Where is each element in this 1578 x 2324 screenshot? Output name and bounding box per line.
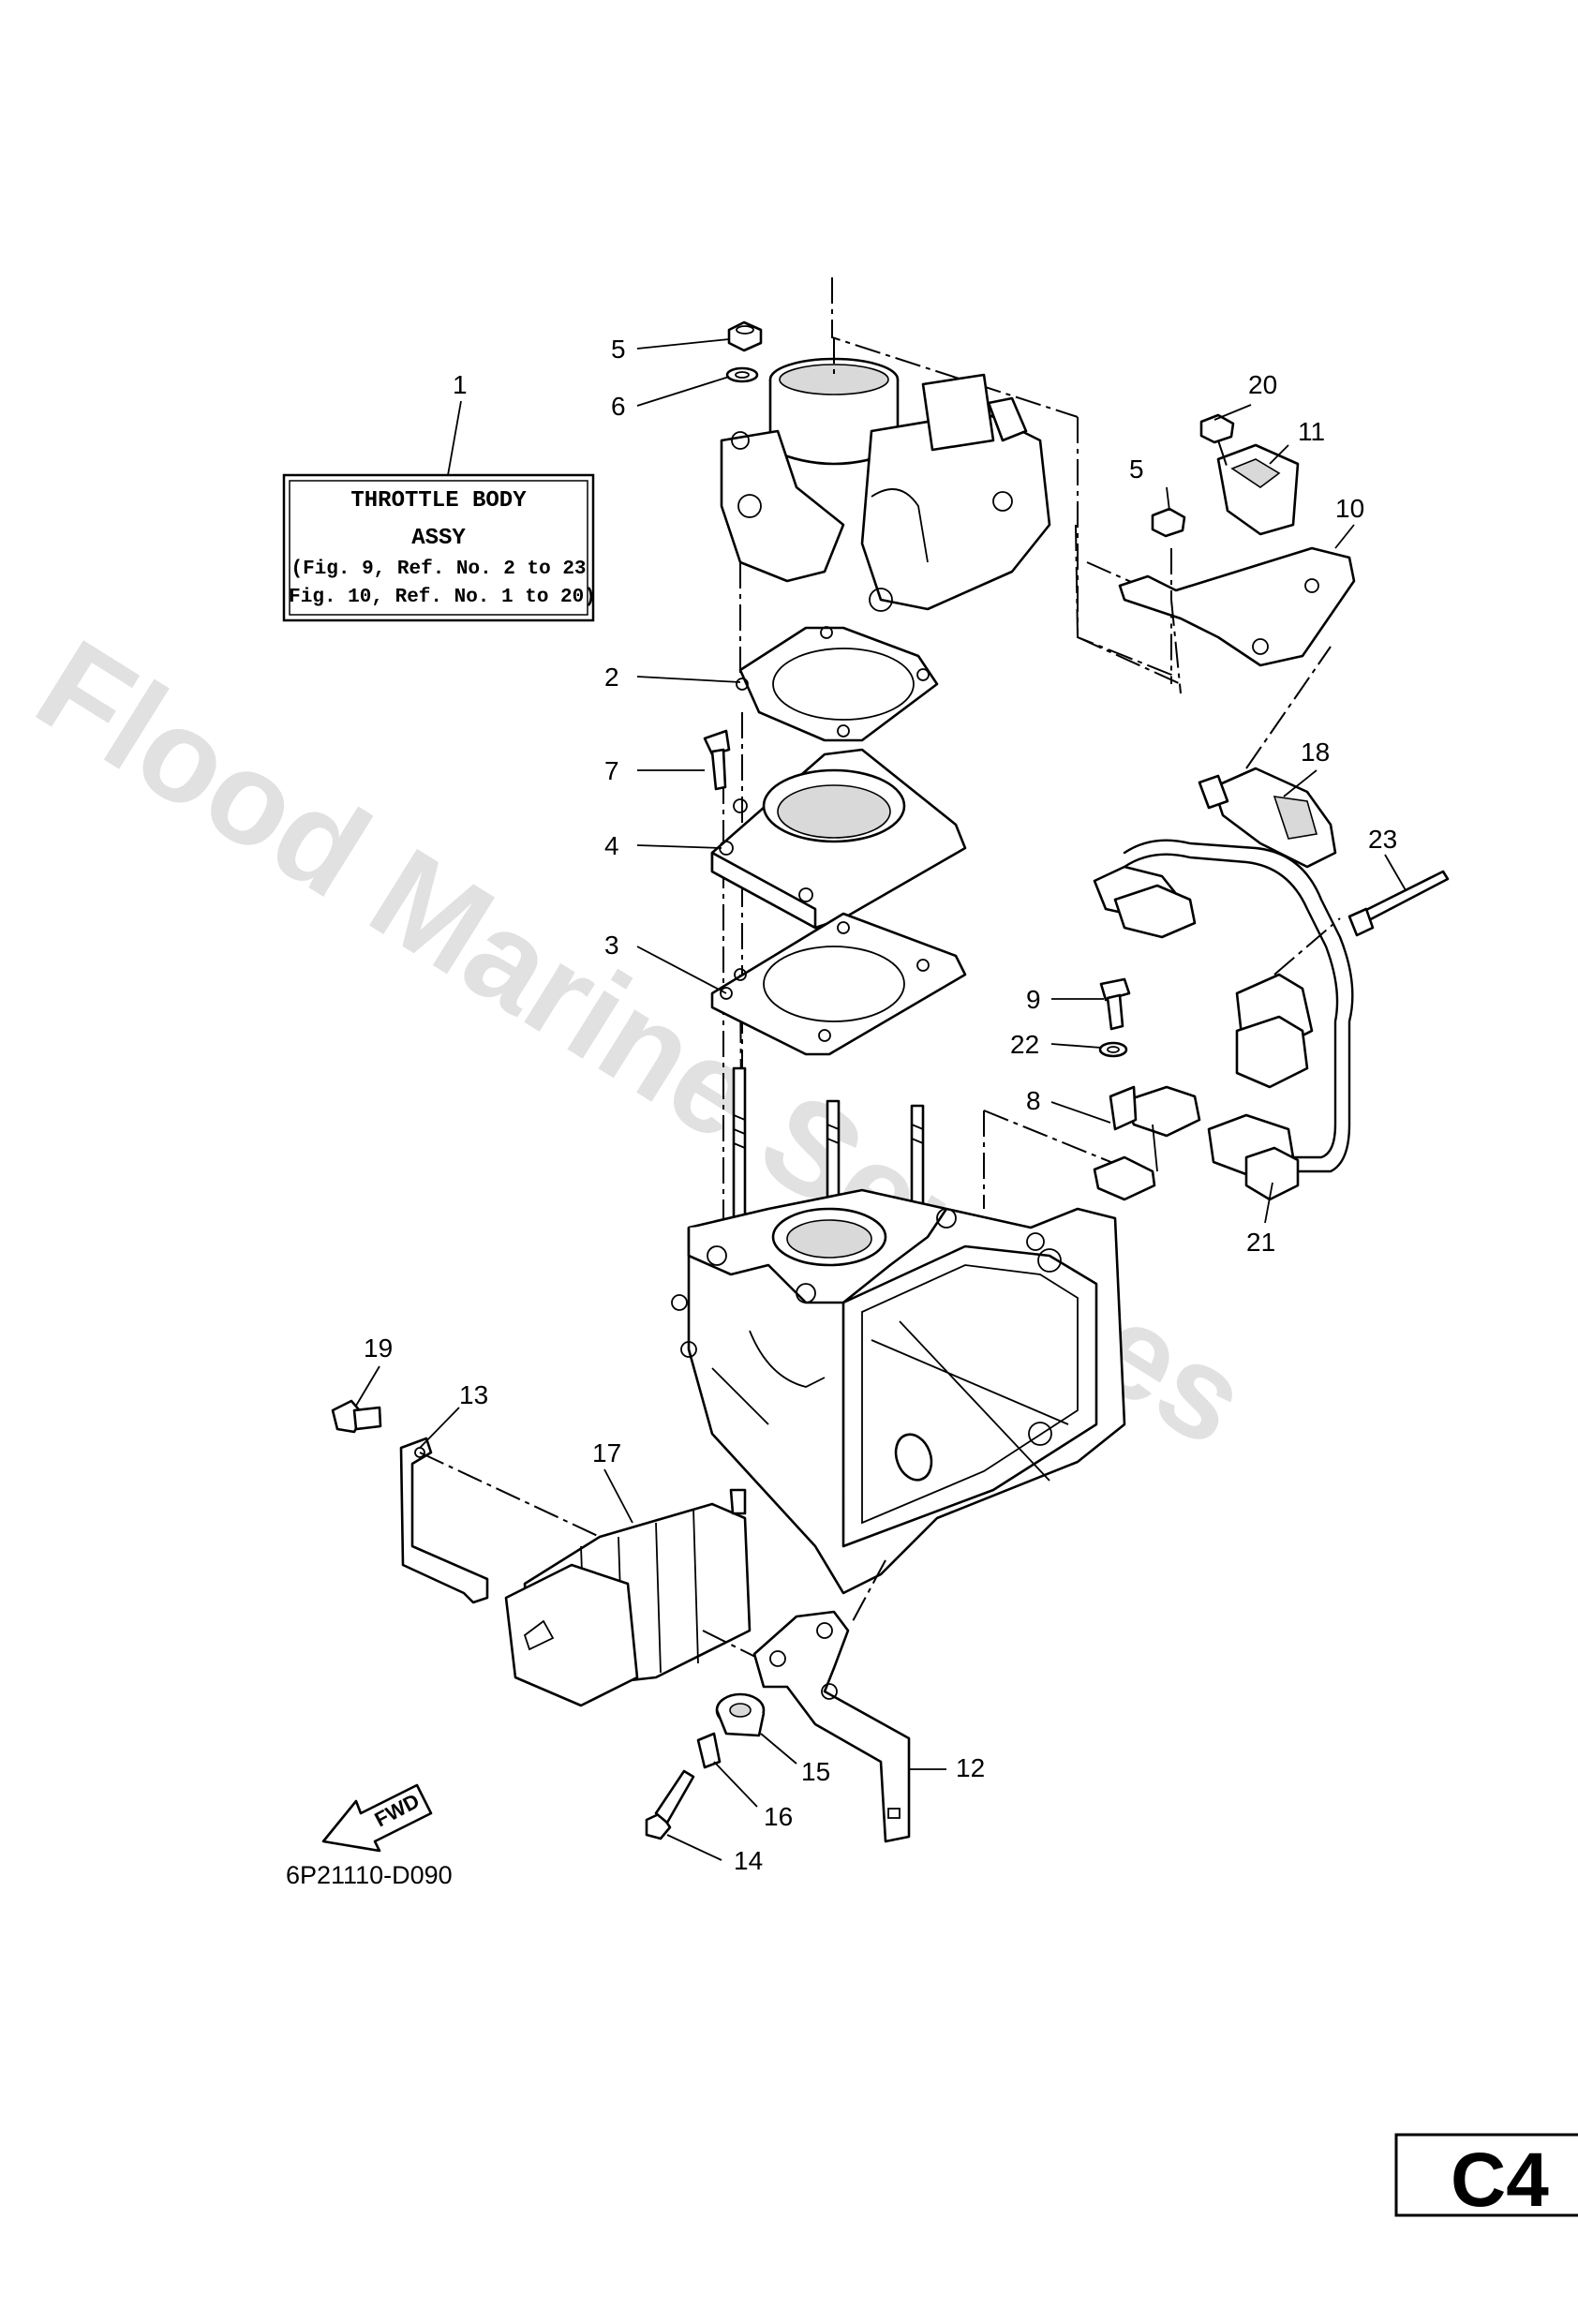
page-id: C4 bbox=[1451, 2138, 1549, 2223]
label-subtitle: ASSY bbox=[411, 526, 466, 551]
gasket-lower-part bbox=[710, 912, 967, 1056]
nut-part bbox=[727, 320, 763, 352]
callout-7: 7 bbox=[604, 756, 619, 785]
sensor-connector-part bbox=[1198, 646, 1337, 869]
throttle-body-part bbox=[720, 337, 1051, 612]
callout-16: 16 bbox=[764, 1802, 793, 1831]
gasket-upper-part bbox=[736, 626, 939, 742]
small-washer-part bbox=[1098, 1041, 1128, 1058]
nut-right-part bbox=[1151, 507, 1186, 538]
callout-19: 19 bbox=[364, 1333, 393, 1363]
callout-3: 3 bbox=[604, 931, 619, 960]
label-line2: Fig. 10, Ref. No. 1 to 20) bbox=[289, 587, 596, 608]
callout-20: 20 bbox=[1248, 370, 1277, 399]
callout-23: 23 bbox=[1368, 825, 1397, 854]
callout-15: 15 bbox=[801, 1757, 830, 1786]
sensor-bracket-part bbox=[1216, 443, 1300, 536]
callout-numbers: 1 5 6 2 7 4 3 20 11 5 10 18 23 9 22 8 21… bbox=[364, 335, 1397, 1875]
cable-tie-part bbox=[1347, 870, 1450, 937]
callout-10: 10 bbox=[1335, 494, 1364, 523]
callout-8: 8 bbox=[1026, 1086, 1041, 1115]
callout-17: 17 bbox=[592, 1438, 621, 1467]
callout-2: 2 bbox=[604, 663, 619, 692]
callout-11: 11 bbox=[1298, 417, 1325, 446]
callout-21: 21 bbox=[1246, 1228, 1275, 1257]
bolt-bottom-part bbox=[645, 1769, 695, 1840]
callout-18: 18 bbox=[1301, 737, 1330, 767]
leader-lines bbox=[355, 338, 1407, 1861]
bracket-bottom-part bbox=[752, 1610, 911, 1843]
callout-6: 6 bbox=[611, 392, 626, 421]
bolt-part bbox=[703, 729, 731, 791]
forward-arrow-icon: FWD bbox=[321, 1783, 433, 1853]
callout-4: 4 bbox=[604, 831, 619, 860]
sensor-part bbox=[1093, 1085, 1201, 1201]
spacer-part bbox=[710, 748, 967, 930]
callout-5-top: 5 bbox=[611, 335, 626, 364]
grommet-part bbox=[715, 1692, 766, 1737]
nut-small-part bbox=[1199, 413, 1235, 444]
intake-manifold-part bbox=[671, 1110, 1135, 1622]
wire-harness-part bbox=[1093, 839, 1354, 1201]
callout-9: 9 bbox=[1026, 985, 1041, 1014]
collar-part bbox=[696, 1732, 722, 1769]
bolt-left-part bbox=[331, 1399, 382, 1434]
canister-part bbox=[504, 1488, 779, 1707]
throttle-body-assy-label: THROTTLE BODY ASSY (Fig. 9, Ref. No. 2 t… bbox=[282, 473, 596, 622]
page-id-box: C4 bbox=[1394, 2133, 1578, 2223]
callout-12: 12 bbox=[956, 1753, 985, 1782]
callout-22: 22 bbox=[1010, 1030, 1039, 1059]
callout-1: 1 bbox=[453, 370, 468, 399]
washer-part bbox=[725, 366, 759, 383]
label-title: THROTTLE BODY bbox=[350, 488, 527, 514]
small-bolt-part bbox=[1099, 977, 1131, 1031]
callout-13: 13 bbox=[459, 1380, 488, 1409]
label-line1: (Fig. 9, Ref. No. 2 to 23 bbox=[290, 559, 586, 580]
callout-5-right: 5 bbox=[1129, 454, 1144, 484]
callout-14: 14 bbox=[734, 1846, 763, 1875]
diagram-part-code: 6P21110-D090 bbox=[286, 1861, 453, 1889]
plate-bracket-part bbox=[1118, 546, 1356, 694]
